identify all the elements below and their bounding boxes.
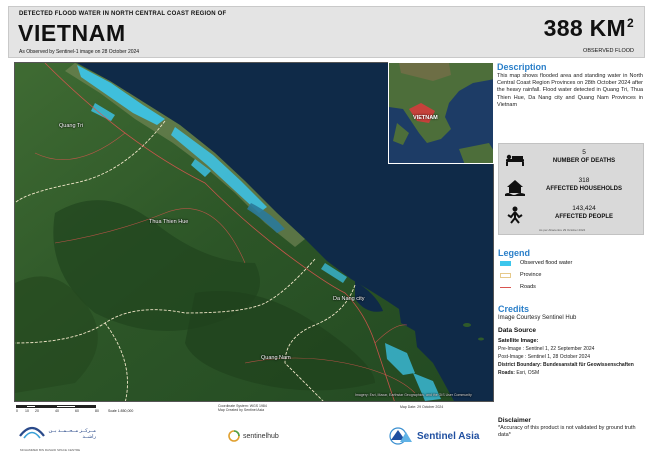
scale-bar: 0 10 20 40 60 80 Scale 1:850,000 xyxy=(16,405,146,413)
legend-section: Legend Observed flood water Province Roa… xyxy=(498,248,644,294)
stat-households: 318 AFFECTED HOUSEHOLDS xyxy=(499,174,645,202)
description-title: Description xyxy=(497,62,547,72)
legend-item-province: Province xyxy=(498,270,644,282)
pre-image-line: Pre-Image : Sentinel 1, 22 September 202… xyxy=(498,346,595,352)
data-source-title: Data Source xyxy=(498,327,536,334)
mbrsc-logo: مــركــز مــحــمــد بــن راشــد MOHAMMED… xyxy=(16,418,96,458)
disclaimer-title: Disclaimer xyxy=(498,417,531,424)
sentinel-asia-icon xyxy=(389,427,412,445)
label-quang-tri: Quang Tri xyxy=(59,123,84,129)
observed-note: As Observed by Sentinel-1 image on 28 Oc… xyxy=(19,49,140,55)
credits-title: Credits xyxy=(498,304,530,314)
sentinel-asia-logo: Sentinel Asia xyxy=(388,425,479,447)
legend-title: Legend xyxy=(498,248,531,258)
mbrsc-arabic-text: مــركــز مــحــمــد بــن راشــد xyxy=(48,428,96,440)
map-date: Map Date: 29 October 2024 xyxy=(400,405,444,409)
district-boundary-line: District Boundary: Bundesanstalt für Geo… xyxy=(498,362,634,368)
flood-swatch xyxy=(500,261,511,266)
inset-terrain xyxy=(389,63,493,163)
stat-people: 143,424 AFFECTED PEOPLE xyxy=(499,202,645,230)
map-header: DETECTED FLOOD WATER IN NORTH CENTRAL CO… xyxy=(8,6,645,58)
legend-item-flood: Observed flood water xyxy=(498,258,644,270)
flood-area-label: OBSERVED FLOOD xyxy=(583,48,634,54)
stat-deaths: 5 NUMBER OF DEATHS xyxy=(499,146,645,174)
label-thua-thien-hue: Thua Thien Hue xyxy=(149,219,189,225)
header-subtitle: DETECTED FLOOD WATER IN NORTH CENTRAL CO… xyxy=(19,11,227,17)
label-quang-nam: Quang Nam xyxy=(261,355,291,361)
scale-unit: Scale 1:850,000 xyxy=(108,409,134,413)
projection-info: Coordinate System: WGS 1984 Map Created … xyxy=(218,404,267,412)
credits-section: Credits Image Courtesy Sentinel Hub Data… xyxy=(498,304,644,376)
roads-swatch xyxy=(500,287,511,288)
people-icon xyxy=(507,206,523,224)
imagery-credit: Imagery: Esri, Maxar, Earthstar Geograph… xyxy=(355,393,472,397)
roads-source-line: Roads: Esri, OSM xyxy=(498,370,540,376)
terrain-imagery xyxy=(15,63,493,401)
mbrsc-arc-icon xyxy=(19,426,45,439)
deaths-icon xyxy=(506,154,524,166)
inset-label-vietnam: VIETNAM xyxy=(413,115,438,121)
disclaimer-section: Disclaimer *Accuracy of this product is … xyxy=(498,417,644,438)
description-body: This map shows flooded area and standing… xyxy=(497,73,643,108)
flood-area-value: 388 KM2 xyxy=(543,15,634,41)
header-title: VIETNAM xyxy=(18,20,126,46)
household-icon xyxy=(505,180,525,196)
stats-source: As per Ahacentre 29 October 2024 xyxy=(539,228,586,232)
legend-item-roads: Roads xyxy=(498,282,644,294)
sentinel-hub-logo: sentinelhub xyxy=(228,428,279,444)
description-section: Description This map shows flooded area … xyxy=(497,62,643,109)
label-da-nang: Da Nang city xyxy=(333,296,365,302)
disclaimer-body: *Accuracy of this product is not validat… xyxy=(498,425,636,438)
mbrsc-english-text: MOHAMMED BIN RASHID SPACE CENTRE xyxy=(20,448,81,452)
satellite-image-label: Satellite Image: xyxy=(498,338,539,344)
province-swatch xyxy=(500,273,511,278)
post-image-line: Post-Image : Sentinel 1, 28 October 2024 xyxy=(498,354,590,360)
locator-inset-map: VIETNAM xyxy=(388,62,494,164)
credits-body: Image Courtesy Sentinel Hub xyxy=(498,315,577,321)
sentinel-hub-icon xyxy=(228,430,240,442)
impact-stats-box: 5 NUMBER OF DEATHS 318 AFFECTED HOUSEHOL… xyxy=(498,143,644,235)
